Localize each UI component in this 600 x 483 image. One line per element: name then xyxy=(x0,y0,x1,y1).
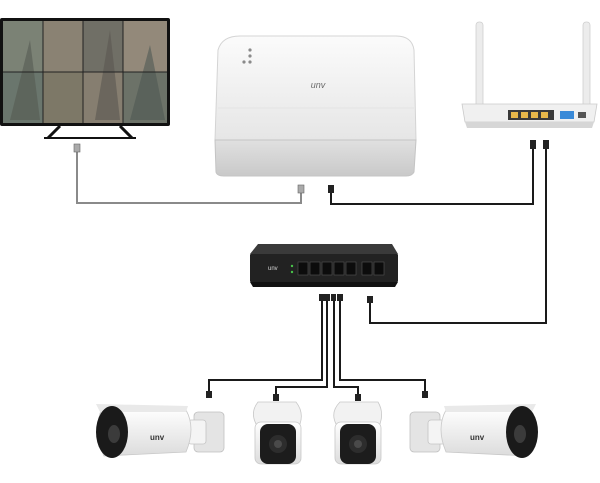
camera-feed-grid xyxy=(3,21,167,123)
rj45-connector xyxy=(273,394,279,401)
bullet-camera-icon: unv xyxy=(410,404,538,458)
rj45-connector xyxy=(298,185,304,193)
rj45-connector xyxy=(74,144,80,152)
rj45-connector xyxy=(206,391,212,398)
rj45-connector xyxy=(328,185,334,193)
nvr-led-icon xyxy=(242,60,245,63)
rj45-connector xyxy=(331,294,336,301)
nvr-led-icon xyxy=(248,54,251,57)
cable-switch-cam1 xyxy=(209,300,322,394)
nvr-led-icon xyxy=(248,60,251,63)
rj45-connector xyxy=(543,140,549,149)
mini-bullet-camera-icon xyxy=(253,402,301,464)
cable-switch-cam3 xyxy=(334,300,358,398)
rj45-connector xyxy=(355,394,361,401)
rj45-connector xyxy=(422,391,428,398)
bullet-camera-icon: unv xyxy=(96,404,224,458)
rj45-connector xyxy=(325,294,330,301)
nvr-led-icon xyxy=(248,48,251,51)
rj45-connector xyxy=(337,294,343,301)
rj45-connector xyxy=(367,296,373,303)
antenna-icon xyxy=(476,22,483,108)
camera-brand-label: unv xyxy=(150,433,165,442)
camera-brand-label: unv xyxy=(470,433,485,442)
switch-brand-label: unv xyxy=(268,266,278,272)
rj45-connector xyxy=(319,294,325,301)
cable-switch-cam2 xyxy=(276,300,327,398)
switch-ports xyxy=(291,262,384,275)
mini-bullet-camera-icon xyxy=(334,402,382,464)
poe-switch-icon: unv xyxy=(250,244,398,287)
antenna-icon xyxy=(583,22,590,108)
cable-switch-cam4 xyxy=(340,300,425,394)
router-wan-port-icon xyxy=(560,111,574,119)
router-icon xyxy=(462,22,597,128)
nvr-brand-label: unv xyxy=(311,80,326,90)
monitor-icon xyxy=(0,18,170,138)
nvr-icon: unv xyxy=(215,36,416,176)
rj45-connector xyxy=(530,140,536,149)
